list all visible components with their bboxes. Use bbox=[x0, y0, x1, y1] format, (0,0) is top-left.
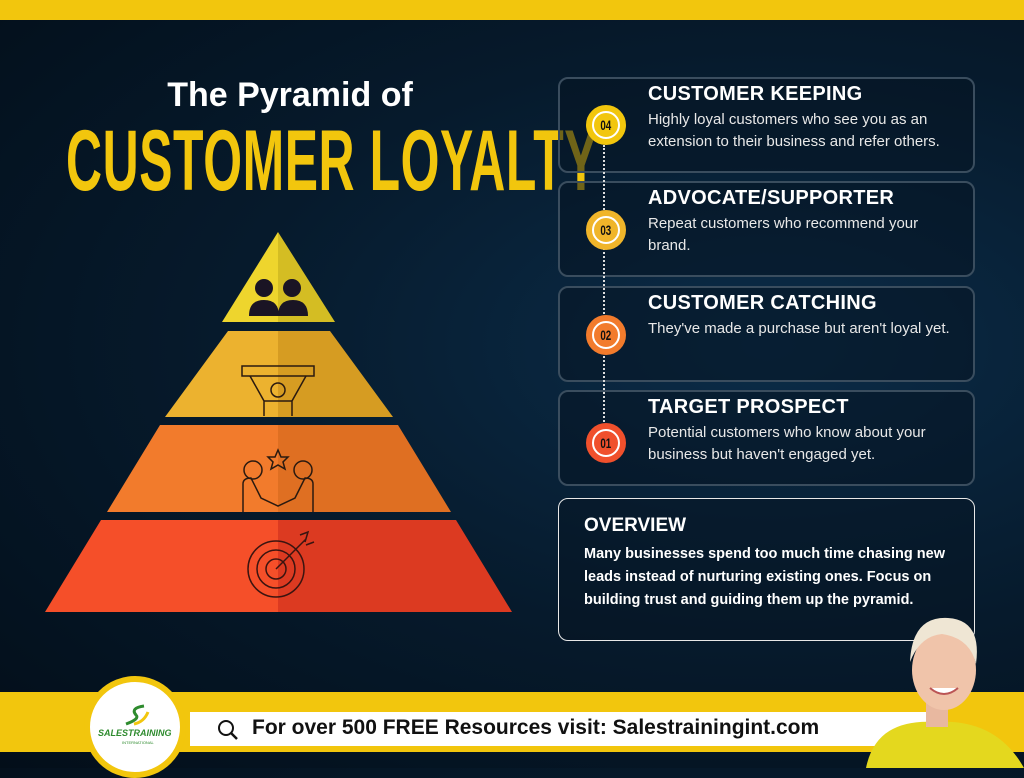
stage-description: Potential customers who know about your … bbox=[648, 424, 926, 463]
top-accent-bar bbox=[0, 0, 1024, 20]
footer-cta-text: For over 500 FREE Resources visit: Sales… bbox=[252, 716, 820, 739]
logo-swoosh-icon bbox=[125, 704, 150, 726]
presenter-photo bbox=[866, 617, 1024, 768]
stage-title: CUSTOMER CATCHING bbox=[648, 292, 877, 314]
cheering-fan-icon bbox=[241, 365, 315, 416]
title-line-2: CUSTOMER LOYALTY bbox=[66, 112, 598, 209]
footer-cta-link[interactable]: For over 500 FREE Resources visit: Sales… bbox=[190, 712, 930, 746]
title-line-1: The Pyramid of bbox=[167, 76, 413, 114]
stage-card-target-prospect: 01 TARGET PROSPECT Potential customers w… bbox=[558, 390, 975, 486]
pyramid-tier-4 bbox=[222, 232, 335, 322]
salestraining-logo: SALESTRAINING INTERNATIONAL bbox=[84, 676, 186, 778]
overview-text: Many businesses spend too much time chas… bbox=[584, 546, 945, 608]
customers-icon bbox=[249, 279, 308, 316]
target-icon bbox=[247, 530, 315, 598]
logo-text: SALESTRAINING bbox=[98, 728, 172, 738]
loyalty-pyramid bbox=[45, 232, 512, 612]
stage-title: TARGET PROSPECT bbox=[648, 396, 849, 418]
stage-card-customer-catching: 02 CUSTOMER CATCHING They've made a purc… bbox=[558, 286, 975, 382]
pyramid-tier-3 bbox=[165, 331, 393, 417]
pyramid-tier-2 bbox=[107, 425, 451, 512]
overview-title: OVERVIEW bbox=[584, 515, 687, 536]
stage-card-customer-keeping: 04 CUSTOMER KEEPING Highly loyal custome… bbox=[558, 77, 975, 173]
stage-number-badge: 03 bbox=[586, 210, 626, 250]
stage-number-badge: 04 bbox=[586, 105, 626, 145]
stage-number-badge: 01 bbox=[586, 423, 626, 463]
search-icon bbox=[218, 720, 238, 740]
logo-subtext: INTERNATIONAL bbox=[122, 740, 154, 745]
pyramid-tier-1 bbox=[45, 520, 512, 612]
stage-card-advocate-supporter: 03 ADVOCATE/SUPPORTER Repeat customers w… bbox=[558, 181, 975, 277]
stage-title: ADVOCATE/SUPPORTER bbox=[648, 187, 895, 209]
timeline-connector bbox=[603, 145, 605, 430]
stage-number-badge: 02 bbox=[586, 315, 626, 355]
handshake-icon bbox=[242, 448, 314, 512]
overview-box: OVERVIEW Many businesses spend too much … bbox=[558, 498, 975, 641]
stage-description: Highly loyal customers who see you as an… bbox=[648, 111, 940, 150]
stage-description: Repeat customers who recommend your bran… bbox=[648, 215, 919, 254]
stage-description: They've made a purchase but aren't loyal… bbox=[648, 320, 950, 337]
stage-title: CUSTOMER KEEPING bbox=[648, 83, 863, 105]
